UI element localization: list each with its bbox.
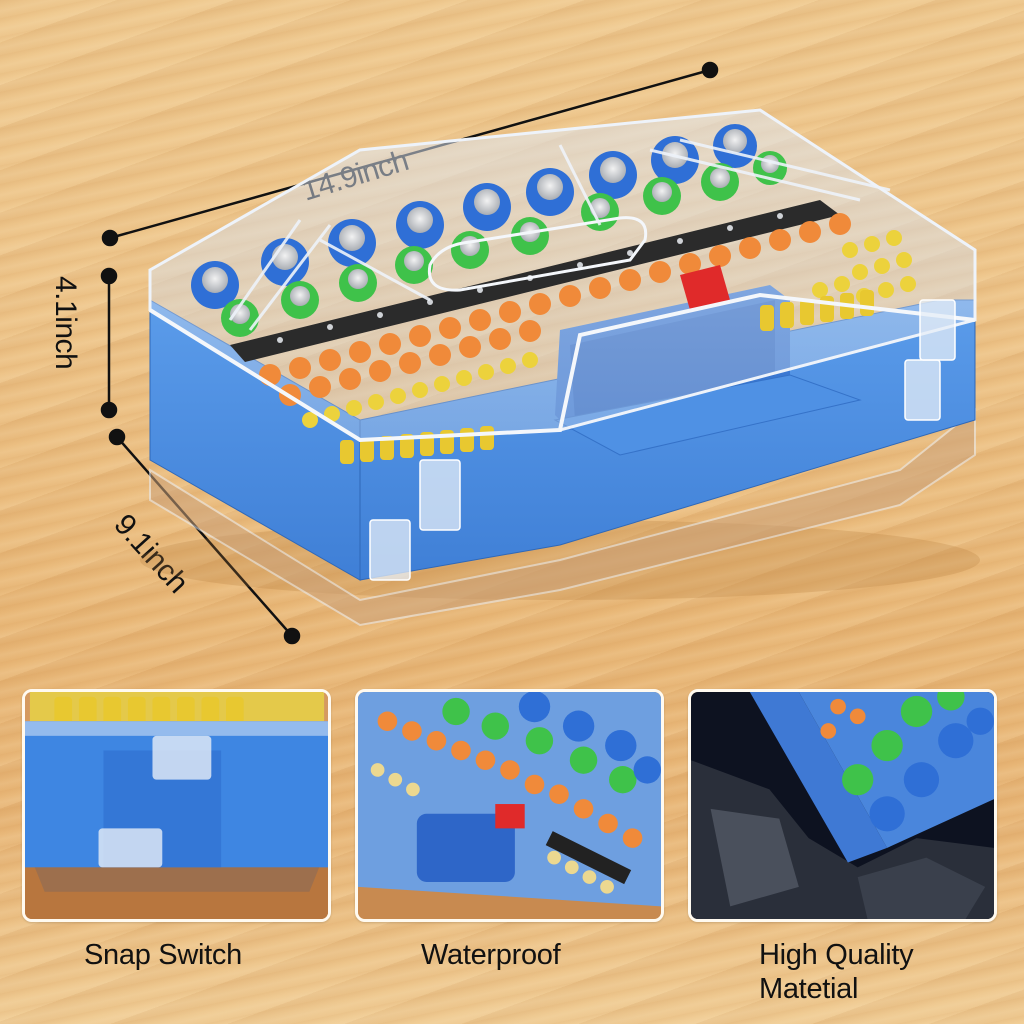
d-batteries [191,124,757,309]
aa-batteries [259,213,851,406]
feature-caption-material: High Quality Matetial [759,939,914,1005]
feature-caption-waterproof: Waterproof [421,939,561,971]
aaa-batteries [302,230,916,428]
feature-caption-snap-switch: Snap Switch [84,939,242,971]
feature-image-waterproof [355,689,664,922]
feature-image-snap-switch [22,689,331,922]
battery-organizer-case [140,108,980,627]
feature-image-high-quality-material [688,689,997,922]
